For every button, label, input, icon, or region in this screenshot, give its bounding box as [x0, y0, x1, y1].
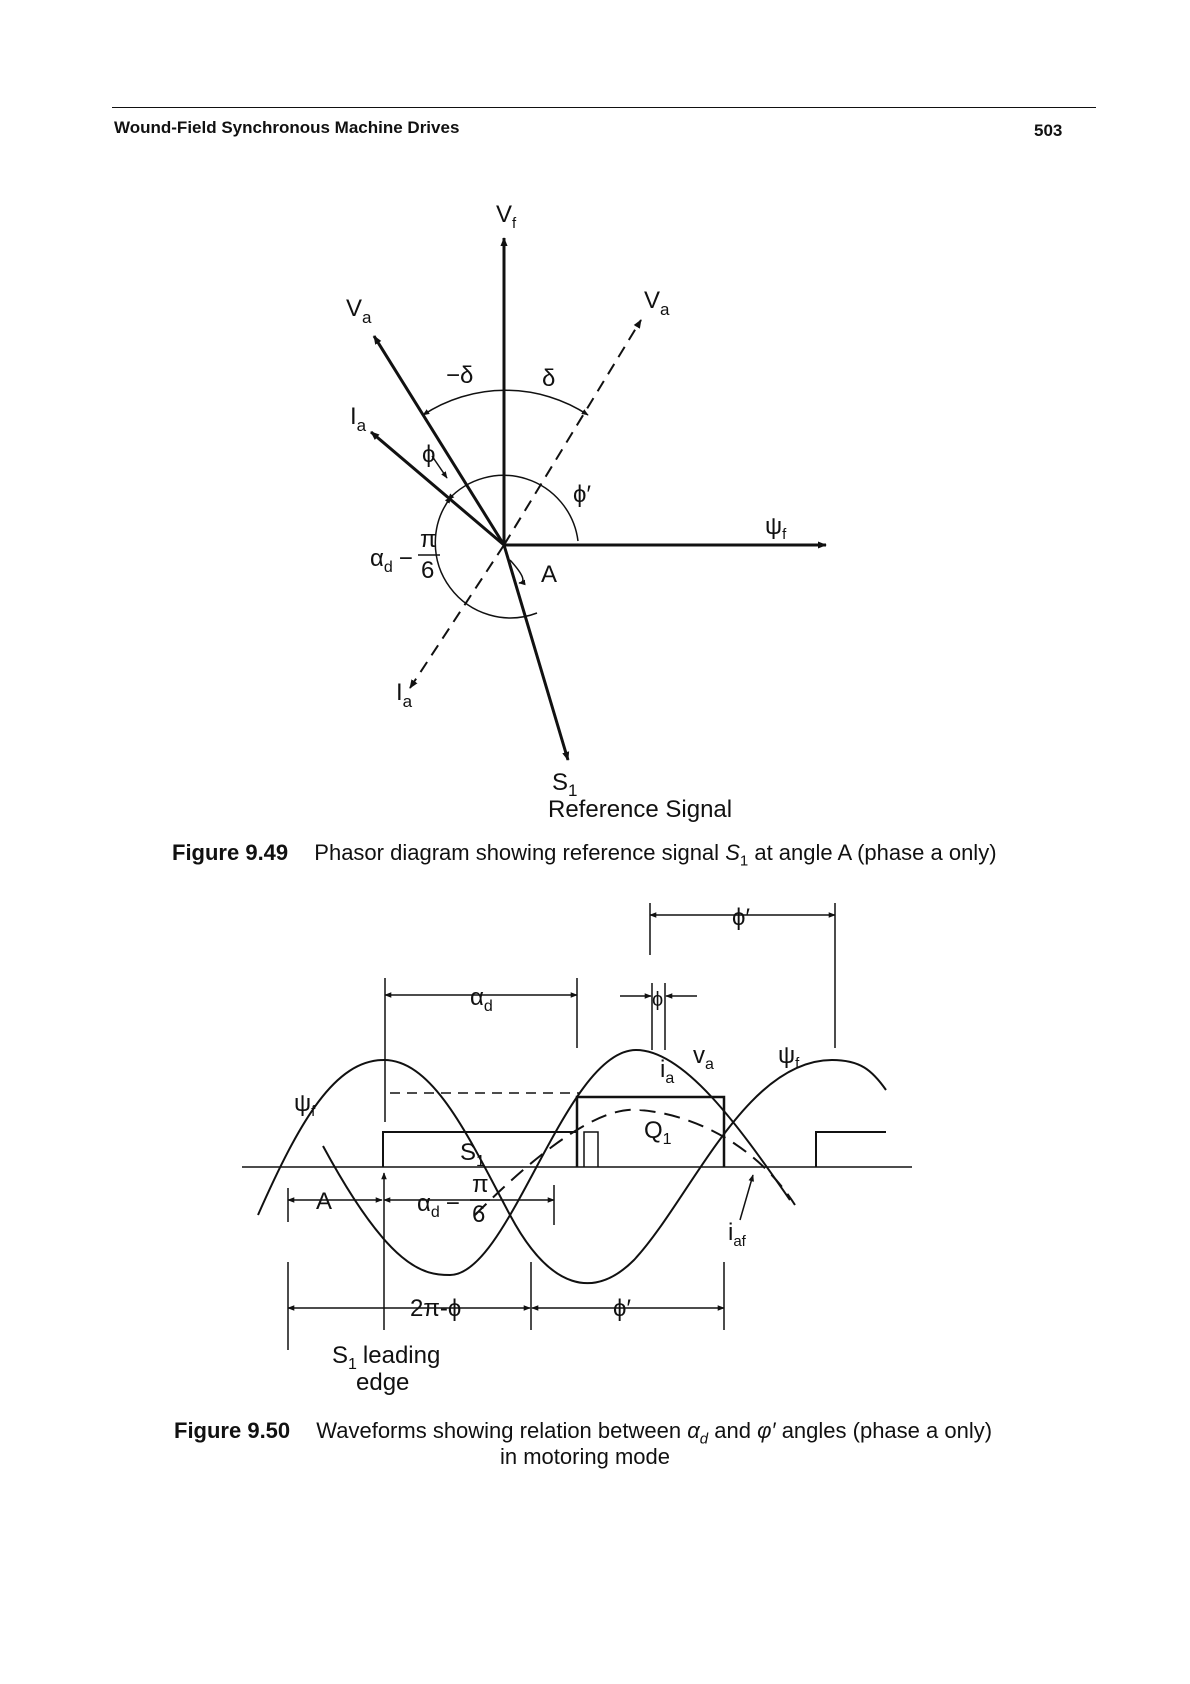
va-left-label: Va: [346, 295, 372, 327]
s1-phasor: [502, 544, 570, 761]
ia-lower-label: Ia: [396, 679, 413, 711]
figure-9-49-caption-label: Figure 9.49: [172, 840, 289, 865]
angle-a-label: A: [541, 561, 557, 588]
ia-lower-phasor: [409, 544, 505, 689]
alpha-six-label: 6: [472, 1201, 485, 1228]
running-title: Wound-Field Synchronous Machine Drives: [114, 118, 460, 137]
vf-label: Vf: [496, 201, 517, 232]
figure-9-50-caption: Figure 9.50 Waveforms showing relation b…: [174, 1418, 992, 1447]
two-pi-minus-phi-label: 2π-ϕ: [410, 1295, 461, 1322]
va-right-phasor: [503, 319, 642, 546]
alpha-top-label: αd: [470, 984, 493, 1015]
figure-9-50-caption-text-2: angles (phase a only): [781, 1418, 993, 1443]
figure-9-50-caption-alpha: α: [687, 1418, 700, 1443]
alpha-pi-label: π: [420, 526, 437, 553]
figure-9-50-caption-line-2: in motoring mode: [500, 1444, 670, 1469]
phasor-labels: Vf Va Va Ia Ia −δ δ ϕ ϕ′ ψf αd− π 6 A S1…: [346, 201, 787, 823]
iaf-label: iaf: [728, 1219, 747, 1250]
figure-9-50-caption-text-1: Waveforms showing relation between: [316, 1418, 682, 1443]
ia-upper-label: Ia: [350, 403, 367, 435]
psi-right-label: ψf: [778, 1042, 800, 1072]
phi-prime-top-label: ϕ′: [732, 904, 750, 931]
phasor-diagram: [370, 237, 827, 761]
alpha-label: αd−: [370, 545, 413, 576]
q1-label: Q1: [644, 1117, 672, 1148]
va-left-phasor: [372, 335, 506, 546]
alpha-six-label: 6: [421, 557, 434, 584]
figure-9-49-caption-text-1: Phasor diagram showing reference signal: [314, 840, 720, 865]
edge-label: edge: [356, 1369, 409, 1396]
alpha-pi6-label: αd−: [417, 1190, 460, 1221]
phi-label: ϕ: [422, 441, 435, 468]
s1-next-pulse: [815, 1131, 886, 1167]
psi-left-label: ψf: [294, 1090, 316, 1120]
va-right-label: Va: [644, 287, 670, 319]
figure-9-50-caption-phi: φ′: [757, 1418, 776, 1443]
figure-9-49-caption-text-2: at angle A (phase a only): [754, 840, 997, 865]
ia-current-block: [575, 1095, 726, 1167]
psi-f-label: ψf: [765, 513, 787, 543]
s1-label: S1: [552, 769, 577, 800]
phi-prime-arc: [447, 474, 579, 542]
s1-pulse-label: S1: [460, 1139, 485, 1170]
figure-9-49-caption-symbol-sub: 1: [739, 852, 749, 870]
minus-delta-label: −δ: [446, 362, 473, 389]
alpha-arc: [434, 496, 538, 619]
ia-upper-phasor: [370, 430, 505, 547]
angle-a-arc: [509, 559, 526, 586]
figure-9-49-caption: Figure 9.49 Phasor diagram showing refer…: [172, 840, 997, 869]
delta-label: δ: [542, 365, 555, 392]
iaf-wave: [474, 1108, 796, 1216]
waveform-diagram: [242, 903, 912, 1350]
reference-signal-label: Reference Signal: [548, 796, 732, 823]
figure-9-50-caption-alpha-sub: d: [699, 1430, 709, 1448]
ia-label: ia: [660, 1056, 674, 1087]
waveform-labels: ϕ′ αd ϕ va ψf ψf ia Q1 S1 A αd− π 6 iaf …: [294, 904, 800, 1396]
psi-f-wave: [257, 1058, 887, 1285]
figure-9-50-caption-label: Figure 9.50: [174, 1418, 291, 1443]
figure-9-50-caption-and: and: [714, 1418, 751, 1443]
angle-a-label: A: [316, 1188, 332, 1215]
page-number: 503: [1034, 121, 1063, 140]
figure-9-49-caption-symbol: S: [725, 840, 740, 865]
phi-arc: [431, 455, 448, 479]
delta-arc: [422, 389, 589, 416]
va-wave: [322, 1048, 791, 1277]
phi-prime-label: ϕ′: [573, 481, 591, 508]
iaf-pointer: [739, 1174, 754, 1221]
phi-prime-bottom-label: ϕ′: [613, 1295, 631, 1322]
header-rule: [112, 107, 1096, 108]
alpha-pi-label: π: [472, 1171, 489, 1198]
q1-notch: [583, 1131, 599, 1167]
phi-label: ϕ: [652, 989, 663, 1011]
va-label: va: [693, 1042, 714, 1073]
